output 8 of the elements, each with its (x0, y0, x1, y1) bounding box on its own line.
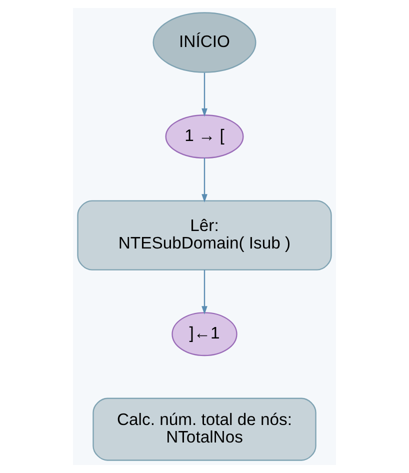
arrow (202, 270, 208, 314)
node-ellipse: ]←1 (172, 312, 238, 356)
node-ellipse: INÍCIO (152, 12, 256, 73)
arrow (202, 72, 208, 117)
node-box: Lêr: NTESubDomain( Isub ) (77, 200, 332, 270)
node-box: Calc. núm. total de nós: NTotalNos (92, 398, 316, 461)
arrow (202, 158, 208, 203)
node-ellipse: 1 → [ (165, 114, 244, 159)
